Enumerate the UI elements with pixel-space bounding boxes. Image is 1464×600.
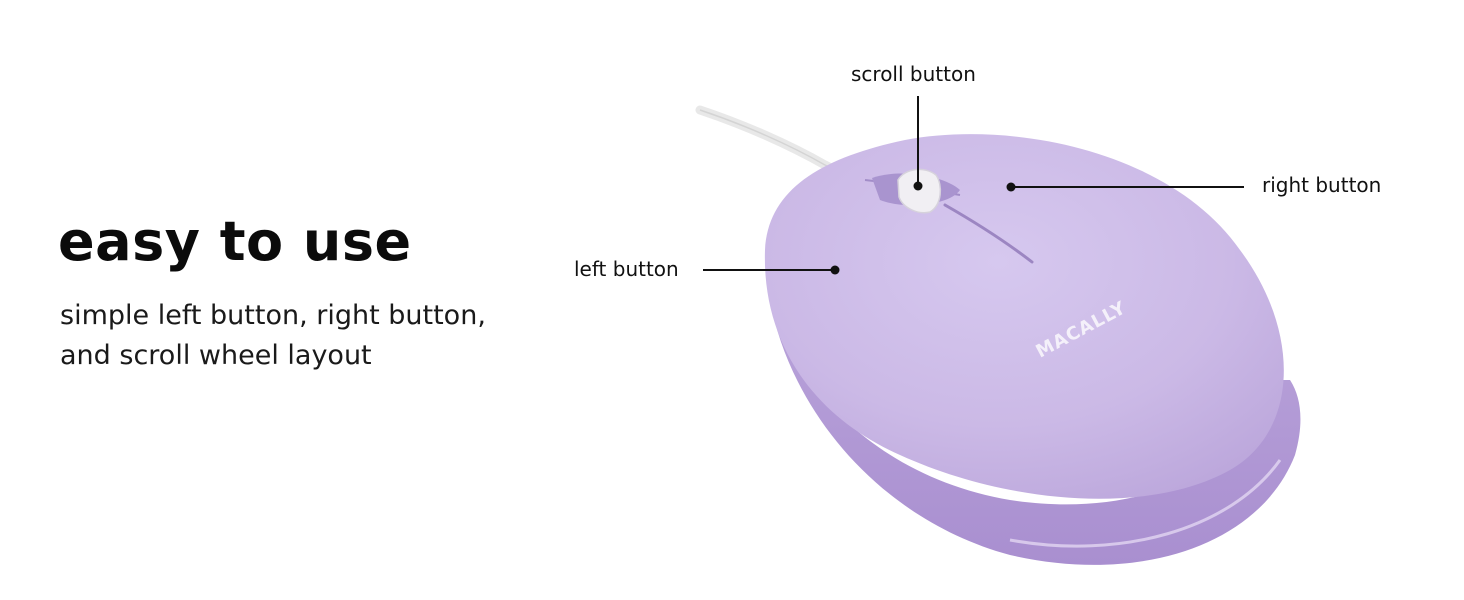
mouse-body bbox=[764, 134, 1284, 499]
description-line-2: and scroll wheel layout bbox=[60, 340, 372, 371]
label-scroll-button: scroll button bbox=[851, 62, 976, 86]
description-line-1: simple left button, right button, bbox=[60, 300, 486, 331]
headline: easy to use bbox=[58, 210, 412, 273]
description: simple left button, right button, and sc… bbox=[60, 296, 530, 376]
button-divider bbox=[943, 203, 1034, 264]
scroll-wheel bbox=[897, 168, 942, 214]
mouse-shell-side bbox=[770, 300, 1301, 565]
callout-left bbox=[703, 265, 840, 275]
label-left-button: left button bbox=[574, 257, 679, 281]
label-right-button: right button bbox=[1262, 173, 1382, 197]
callout-scroll bbox=[913, 96, 923, 191]
callout-right bbox=[1006, 182, 1244, 192]
